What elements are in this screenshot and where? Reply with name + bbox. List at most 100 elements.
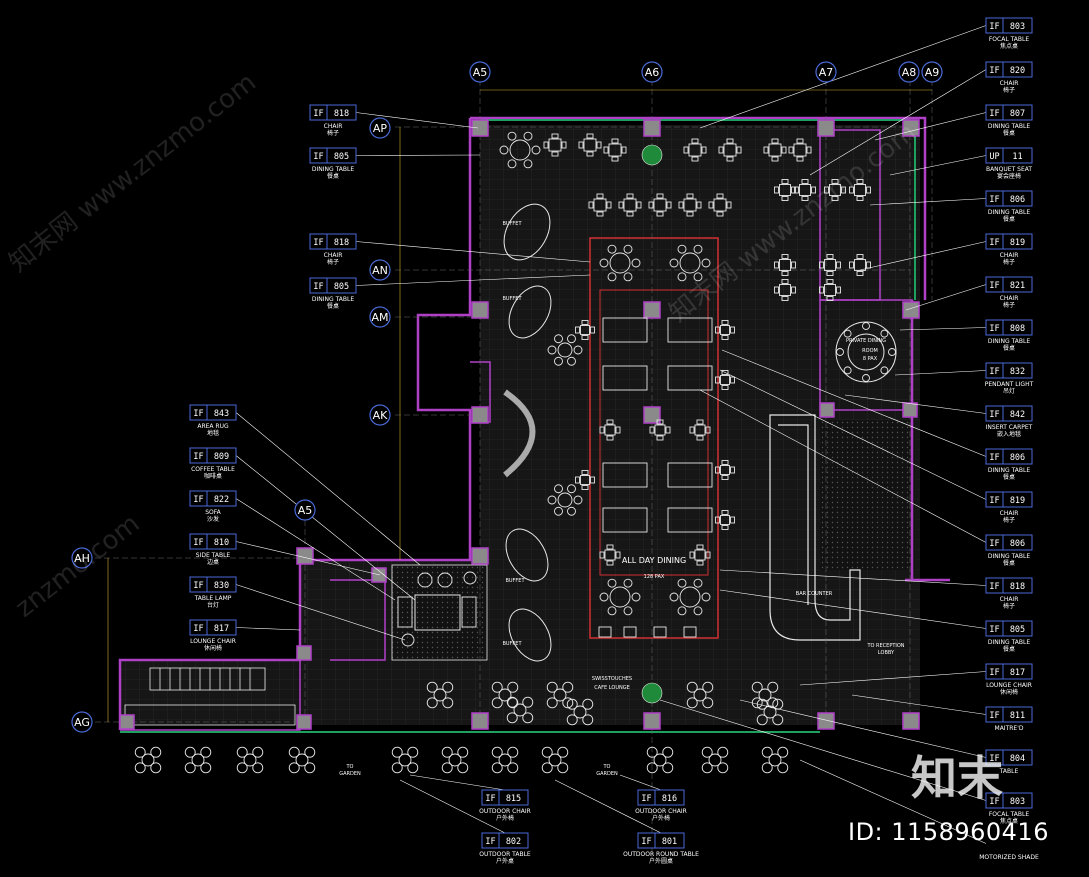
leader-right-10 [721,349,987,457]
leader-left-2 [355,241,591,263]
outdoor-table-set [134,746,162,774]
table-set [588,193,612,217]
private-dining-chair [862,374,870,382]
leader-bottom-1 [619,774,662,791]
outdoor-table-set [546,681,574,709]
room-label-bar: BAR COUNTER [796,591,833,597]
leader-left-6 [235,498,396,601]
svg-text:IF: IF [989,539,999,549]
leader-right-8 [894,370,987,376]
svg-text:A5: A5 [473,66,488,79]
table-set [718,138,742,162]
svg-text:餐桌: 餐桌 [1003,129,1015,137]
svg-text:815: 815 [506,794,521,804]
walls [118,116,950,731]
svg-text:CHAIR: CHAIR [1000,80,1019,87]
svg-text:805: 805 [334,152,349,162]
svg-text:MAITRE'D: MAITRE'D [995,725,1024,732]
private-dining-chair [843,366,852,375]
outdoor-table-set [541,746,569,774]
svg-text:IF: IF [641,837,651,847]
svg-text:IF: IF [193,495,203,505]
svg-text:IF: IF [485,794,495,804]
leader-left-5 [235,455,416,601]
svg-text:DINING TABLE: DINING TABLE [988,467,1030,474]
outdoor-table-set [756,698,784,726]
svg-text:户外桌: 户外桌 [496,857,514,865]
round-table-set [669,578,711,616]
leader-bottom-3 [554,779,662,834]
svg-text:842: 842 [1010,410,1025,420]
table-set [689,544,711,566]
svg-text:810: 810 [214,538,229,548]
svg-text:CHAIR: CHAIR [324,123,343,130]
svg-text:808: 808 [1010,324,1025,334]
svg-text:DINING TABLE: DINING TABLE [988,338,1030,345]
svg-text:818: 818 [334,109,349,119]
long-table [602,507,648,533]
svg-text:DINING TABLE: DINING TABLE [312,296,354,303]
long-table [667,365,713,391]
svg-text:DINING TABLE: DINING TABLE [988,209,1030,216]
label-to-lobby: LOBBY [878,650,895,656]
leader-right-18 [659,699,987,801]
svg-text:806: 806 [1010,539,1025,549]
svg-text:A7: A7 [819,66,834,79]
room-label-cafe-2: CAFE LOUNGE [594,685,630,691]
svg-text:A6: A6 [645,66,660,79]
table-set [618,193,642,217]
grid-bubble-a6: A6 [641,61,663,83]
svg-text:OUTDOOR CHAIR: OUTDOOR CHAIR [479,808,531,815]
svg-text:AM: AM [371,311,388,324]
round-table-set [669,244,711,282]
table-set [689,419,711,441]
svg-text:餐桌: 餐桌 [1003,215,1015,223]
grid-bubble-inner-a5: A5 [294,499,316,521]
svg-text:IF: IF [193,538,203,548]
svg-text:INSERT CARPET: INSERT CARPET [986,424,1033,431]
svg-text:FOCAL TABLE: FOCAL TABLE [989,811,1029,818]
svg-text:803: 803 [1010,797,1025,807]
svg-text:嵌入地毯: 嵌入地毯 [997,430,1021,438]
long-table [667,317,713,343]
room-label-all-day-dining: ALL DAY DINING [622,556,686,565]
round-table-set [547,484,583,516]
outdoor-table-set [491,746,519,774]
table-set [578,133,602,157]
svg-text:沙发: 沙发 [207,515,219,523]
svg-text:IF: IF [989,324,999,334]
grid-bubble-a5: A5 [469,61,491,83]
windows [120,119,916,733]
round-table-set [499,131,541,169]
svg-text:UP: UP [989,152,999,162]
svg-text:806: 806 [1010,195,1025,205]
leader-left-7 [235,541,381,576]
svg-text:LOUNGE CHAIR: LOUNGE CHAIR [190,638,236,645]
svg-text:809: 809 [214,452,229,462]
outdoor-table-set [236,746,264,774]
svg-text:803: 803 [1010,22,1025,32]
svg-text:餐桌: 餐桌 [1003,473,1015,481]
table-set [763,138,787,162]
label-to-garden-left-1: TO [346,764,354,770]
room-label-all-day-pax: 128 PAX [644,574,665,580]
leader-right-6 [905,284,987,311]
round-table-set [599,244,641,282]
outdoor-table-set [184,746,212,774]
svg-text:818: 818 [1010,582,1025,592]
grid-bubble-ag: AG [71,711,93,733]
lounge-seating [397,571,477,647]
leader-right-13 [719,569,987,586]
svg-text:CHAIR: CHAIR [1000,596,1019,603]
svg-text:IF: IF [989,496,999,506]
